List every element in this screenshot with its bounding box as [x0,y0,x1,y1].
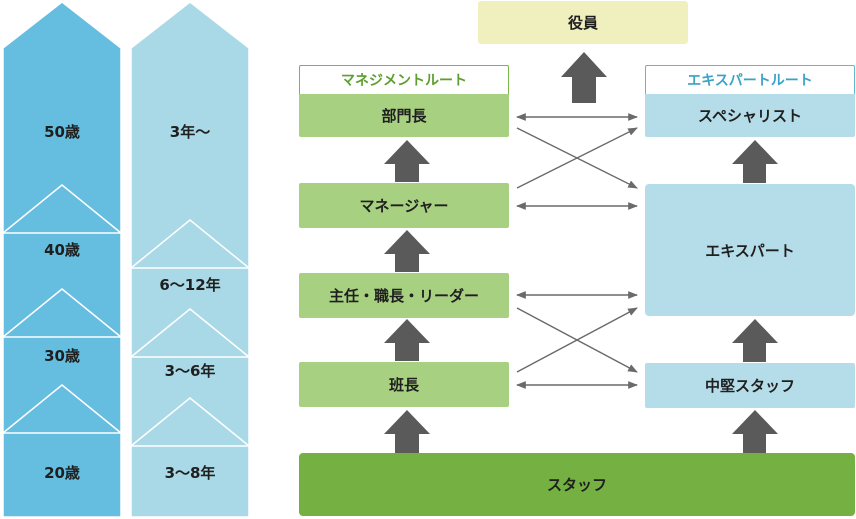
age-label-40: 40歳 [44,240,80,259]
years-column [130,1,250,518]
up-arrows [384,52,778,453]
expert-route-title: エキスパートルート [645,65,855,94]
executive-box: 役員 [478,1,688,44]
expert-level-mid-staff: 中堅スタッフ [645,363,855,408]
up-arrow-executive [561,52,607,103]
management-level-manager: マネージャー [299,183,509,228]
up-arrow-expert [732,319,778,362]
transfer-arrows [516,113,638,389]
age-label-50: 50歳 [44,122,80,141]
up-arrow-leader [384,319,430,361]
up-arrow-team-leader [384,410,430,453]
years-label-6-12: 6〜12年 [159,275,221,294]
age-label-20: 20歳 [44,463,80,482]
diagonal-arrow-2 [516,127,638,189]
up-arrow-manager [384,230,430,272]
expert-level-specialist: スペシャリスト [645,94,855,137]
expert-level-expert: エキスパート [645,184,855,316]
up-arrow-dept-head [384,140,430,182]
up-arrow-specialist [732,140,778,183]
management-route-title: マネジメントルート [299,65,509,94]
years-label-3-plus: 3年〜 [169,122,211,141]
years-label-3-6: 3〜6年 [164,361,216,380]
diagonal-arrow-4 [516,307,638,373]
age-column [2,1,122,518]
years-label-3-8: 3〜8年 [164,463,216,482]
management-level-dept-head: 部門長 [299,94,509,137]
management-level-team-leader: 班長 [299,362,509,407]
age-block-50 [2,1,122,234]
age-label-30: 30歳 [44,346,80,365]
management-level-leader: 主任・職長・リーダー [299,273,509,318]
up-arrow-mid-staff [732,410,778,453]
years-block-3 [130,1,250,269]
staff-bar: スタッフ [299,453,855,516]
